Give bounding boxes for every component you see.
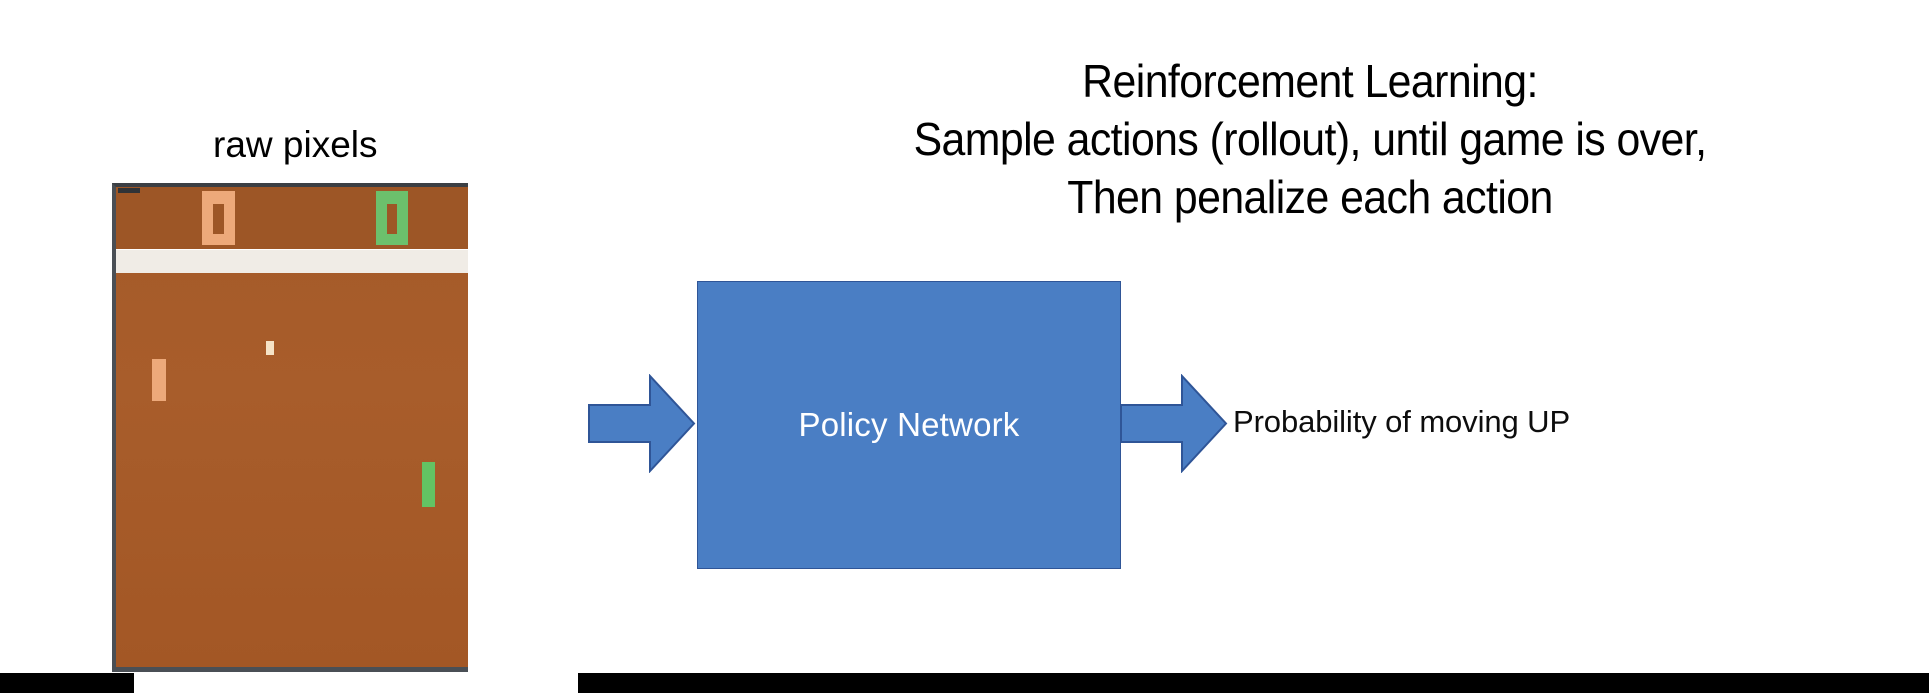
pong-score-right-digit xyxy=(376,191,408,245)
pong-screen-frame xyxy=(112,183,468,672)
policy-network-box[interactable]: Policy Network xyxy=(697,281,1121,569)
pong-paddle-opponent xyxy=(152,359,166,401)
arrow-pixels-to-network-icon xyxy=(588,374,696,473)
output-label: Probability of moving UP xyxy=(1233,404,1571,439)
letterbox-bar-left xyxy=(0,673,134,693)
slide-title: Reinforcement Learning: Sample actions (… xyxy=(733,52,1886,226)
arrow-network-to-output-icon xyxy=(1120,374,1228,473)
title-line-1: Reinforcement Learning: xyxy=(1082,55,1538,107)
pong-score-left-digit xyxy=(202,191,235,245)
pong-paddle-agent xyxy=(422,462,435,507)
raw-pixels-caption: raw pixels xyxy=(213,124,378,165)
pong-divider-wall xyxy=(116,249,468,273)
letterbox-bar-right xyxy=(578,673,1929,693)
pong-game-screenshot xyxy=(110,183,470,672)
policy-network-label: Policy Network xyxy=(798,406,1020,443)
title-line-2: Sample actions (rollout), until game is … xyxy=(913,113,1707,165)
pong-ball xyxy=(266,341,274,355)
pong-score-band xyxy=(116,187,468,249)
title-line-3: Then penalize each action xyxy=(1067,171,1553,223)
pong-corner-tick xyxy=(118,188,140,193)
